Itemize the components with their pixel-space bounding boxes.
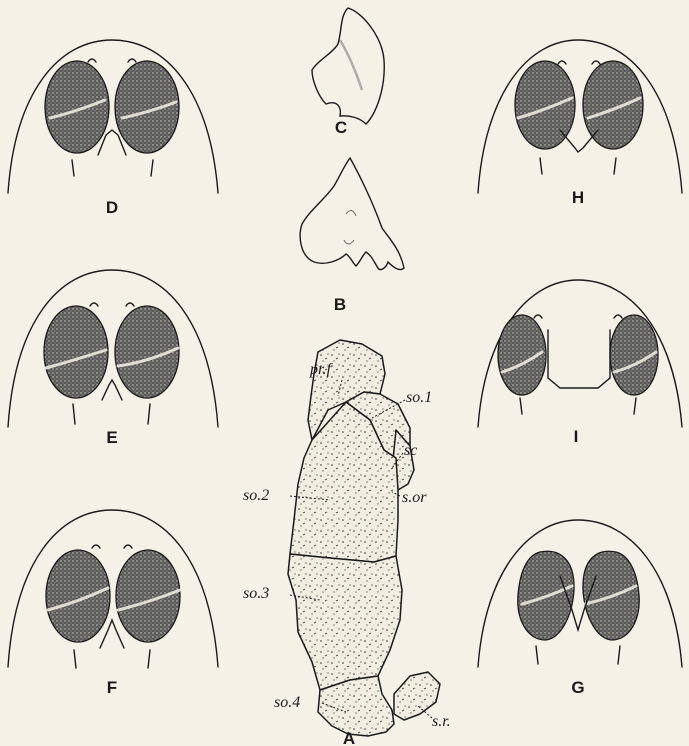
bone-diagram-c xyxy=(312,8,384,124)
figure-letter-h: H xyxy=(572,188,584,207)
head-diagram-h xyxy=(478,40,682,193)
figure-letter-f: F xyxy=(107,678,117,697)
figure-letter-d: D xyxy=(106,198,118,217)
label-sc: sc xyxy=(404,442,417,459)
bone-diagram-b xyxy=(300,158,404,270)
figure-letter-e: E xyxy=(106,428,117,447)
label-prf: pr.f xyxy=(309,361,333,378)
label-so2: so.2 xyxy=(243,487,269,504)
figure-letter-b: B xyxy=(334,295,346,314)
head-diagram-i xyxy=(478,280,682,427)
figure-letter-g: G xyxy=(571,678,584,697)
bone-suborbital-3 xyxy=(288,554,402,690)
figure-letter-c: C xyxy=(335,118,347,137)
figure-letter-i: I xyxy=(574,427,579,446)
label-so4: so.4 xyxy=(274,694,300,711)
head-diagram-d xyxy=(8,40,218,193)
label-so3: so.3 xyxy=(243,585,269,602)
label-so1: so.1 xyxy=(406,389,432,406)
label-sor: s.or xyxy=(402,489,427,506)
label-sr: s.r. xyxy=(432,713,451,730)
figure-letter-a: A xyxy=(343,729,355,746)
head-diagram-e xyxy=(8,270,218,427)
head-diagram-g xyxy=(478,520,682,667)
head-diagram-f xyxy=(8,510,218,668)
